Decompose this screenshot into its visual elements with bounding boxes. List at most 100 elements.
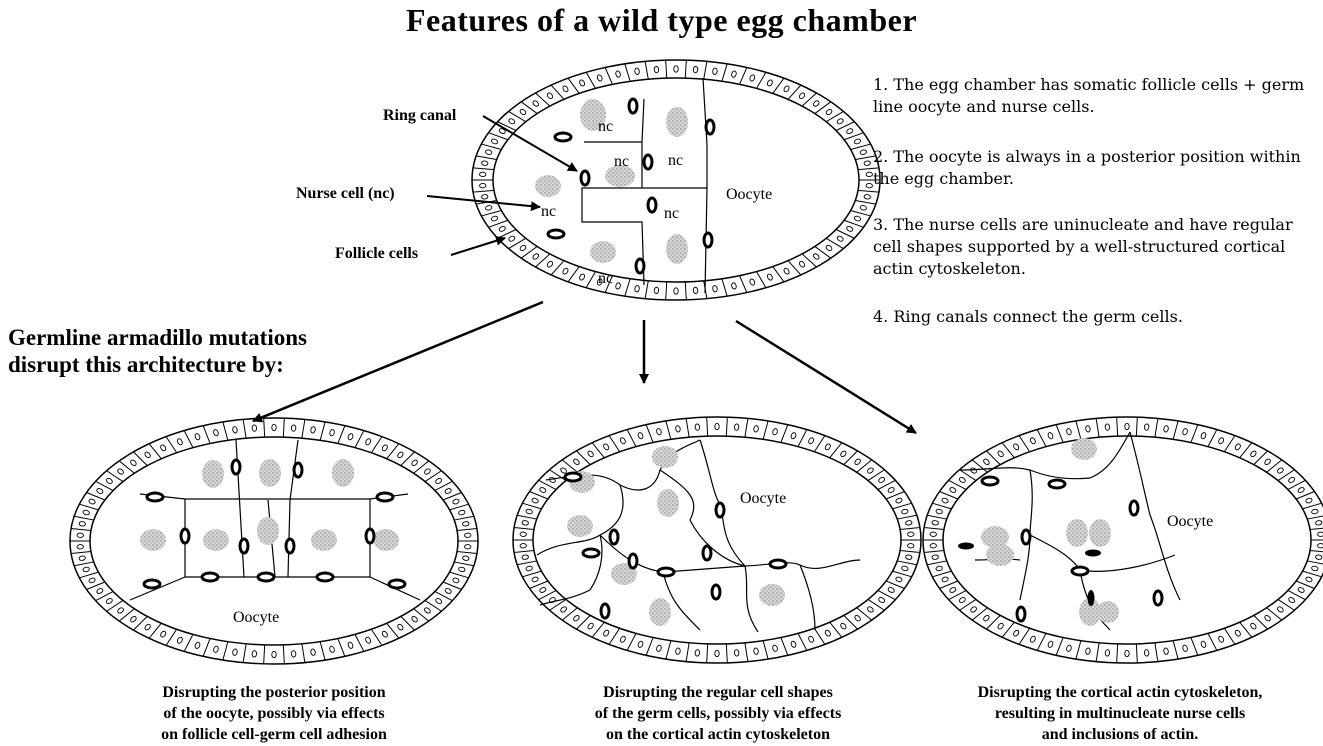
follicle-cell-nucleus: [824, 443, 831, 451]
follicle-cell-nucleus: [347, 433, 354, 441]
follicle-cell-nucleus: [130, 459, 138, 467]
follicle-cell-nucleus: [854, 458, 862, 466]
follicle-cell-nucleus: [783, 267, 790, 275]
follicle-cell-nucleus: [424, 607, 432, 614]
follicle-cell-nucleus: [88, 498, 96, 504]
follicle-cell-nucleus: [88, 577, 96, 583]
follicle-cell-nucleus: [1288, 476, 1296, 483]
follicle-cell-nucleus: [1182, 428, 1188, 435]
follicle-cell-nucleus: [596, 74, 603, 82]
follicle-cell-nucleus: [526, 566, 533, 572]
follicle-cell-nucleus: [1066, 645, 1072, 652]
follicle-cell-nucleus: [808, 437, 815, 445]
follicle-cell-nucleus: [435, 477, 443, 484]
follicle-cell-nucleus: [232, 649, 238, 656]
follicle-cell-nucleus: [381, 444, 388, 452]
follicle-cell-nucleus: [932, 555, 939, 560]
follicle-cell-nucleus: [712, 285, 718, 292]
follicle-cell-nucleus: [615, 282, 621, 289]
follicle-cell-nucleus: [932, 520, 939, 525]
follicle-cell-nucleus: [194, 641, 201, 649]
follicle-cell-nucleus: [864, 161, 871, 166]
follicle-cell-nucleus: [695, 424, 700, 431]
follicle-cell-nucleus: [520, 543, 527, 548]
follicle-cell-nucleus: [444, 488, 452, 495]
follicle-cell-nucleus: [452, 577, 460, 583]
follicle-cell-nucleus: [840, 622, 848, 630]
follicle-cell-nucleus: [194, 433, 201, 441]
follicle-cell-nucleus: [491, 138, 499, 144]
follicle-cell-nucleus: [846, 225, 854, 232]
follicle-cell-nucleus: [498, 225, 506, 232]
follicle-cell-nucleus: [1277, 467, 1285, 474]
follicle-cell-nucleus: [603, 443, 610, 451]
follicle-cell-nucleus: [983, 458, 991, 466]
follicle-cell-nucleus: [1311, 566, 1318, 572]
follicle-cell-nucleus: [753, 425, 759, 432]
follicle-cell-nucleus: [310, 649, 316, 656]
follicle-cell-nucleus: [949, 587, 957, 594]
follicle-cell-nucleus: [783, 85, 790, 93]
follicle-cell-nucleus: [798, 260, 806, 268]
follicle-cell-nucleus: [160, 444, 167, 452]
follicle-cell-nucleus: [867, 606, 875, 613]
follicle-cell-nucleus: [674, 288, 678, 294]
follicle-cell-nucleus: [901, 566, 908, 572]
mutant-egg-chamber-position: [70, 418, 478, 664]
follicle-cell-nucleus: [130, 615, 138, 623]
follicle-cell-nucleus: [272, 651, 276, 657]
follicle-cell-nucleus: [905, 555, 912, 560]
follicle-cell-nucleus: [1105, 424, 1110, 431]
follicle-cell-nucleus: [867, 467, 875, 474]
follicle-cell-nucleus: [878, 596, 886, 603]
follicle-cell-nucleus: [731, 70, 737, 77]
follicle-cell-nucleus: [772, 645, 778, 652]
follicle-cell-nucleus: [144, 451, 152, 459]
follicle-cell-nucleus: [983, 614, 991, 622]
follicle-cell-nucleus: [397, 623, 405, 631]
follicle-cell-nucleus: [1218, 635, 1225, 643]
follicle-cell-nucleus: [464, 544, 471, 549]
caption-shapes: Disrupting the regular cell shapes of th…: [538, 682, 898, 745]
arrow-right: [736, 321, 916, 433]
follicle-cell-nucleus: [1105, 650, 1110, 657]
follicle-cell-nucleus: [1315, 520, 1322, 525]
follicle-cell-nucleus: [734, 424, 739, 431]
follicle-cell-nucleus: [381, 630, 388, 638]
follicle-cell-nucleus: [846, 128, 854, 135]
follicle-cell-nucleus: [579, 79, 586, 87]
follicle-cell-nucleus: [117, 607, 125, 614]
follicle-cell-nucleus: [860, 205, 867, 211]
follicle-cell-nucleus: [531, 497, 539, 503]
nc-label: nc: [664, 205, 679, 222]
follicle-cell-nucleus: [479, 183, 486, 188]
follicle-cell-nucleus: [77, 533, 84, 538]
follicle-cell-nucleus: [615, 70, 621, 77]
oocyte-label: Oocyte: [726, 186, 772, 203]
follicle-cell-nucleus: [753, 648, 759, 655]
oocyte-label: Oocyte: [740, 490, 786, 507]
follicle-cell-nucleus: [887, 587, 895, 594]
follicle-cell-nucleus: [958, 476, 966, 483]
follicle-cell-nucleus: [1250, 622, 1258, 630]
follicle-cell-nucleus: [905, 520, 912, 525]
follicle-cell-nucleus: [825, 108, 833, 115]
follicle-cell-nucleus: [772, 428, 778, 435]
follicle-cell-nucleus: [715, 650, 719, 656]
follicle-cell-nucleus: [526, 509, 533, 515]
follicle-cell-nucleus: [508, 235, 516, 242]
follicle-cell-nucleus: [695, 650, 700, 657]
arrow-left: [253, 302, 543, 421]
follicle-cell-nucleus: [619, 635, 626, 643]
follicle-cell-nucleus: [1297, 587, 1305, 594]
follicle-cell-nucleus: [1163, 425, 1169, 432]
follicle-cell-nucleus: [539, 587, 547, 594]
oocyte-label: Oocyte: [233, 609, 279, 626]
caption-line: Disrupting the regular cell shapes: [538, 682, 898, 703]
follicle-cell-nucleus: [887, 487, 895, 494]
caption-line: of the germ cells, possibly via effects: [538, 703, 898, 724]
follicle-cell-nucleus: [252, 425, 257, 432]
follicle-cell-nucleus: [485, 205, 492, 211]
follicle-cell-nucleus: [854, 614, 862, 622]
